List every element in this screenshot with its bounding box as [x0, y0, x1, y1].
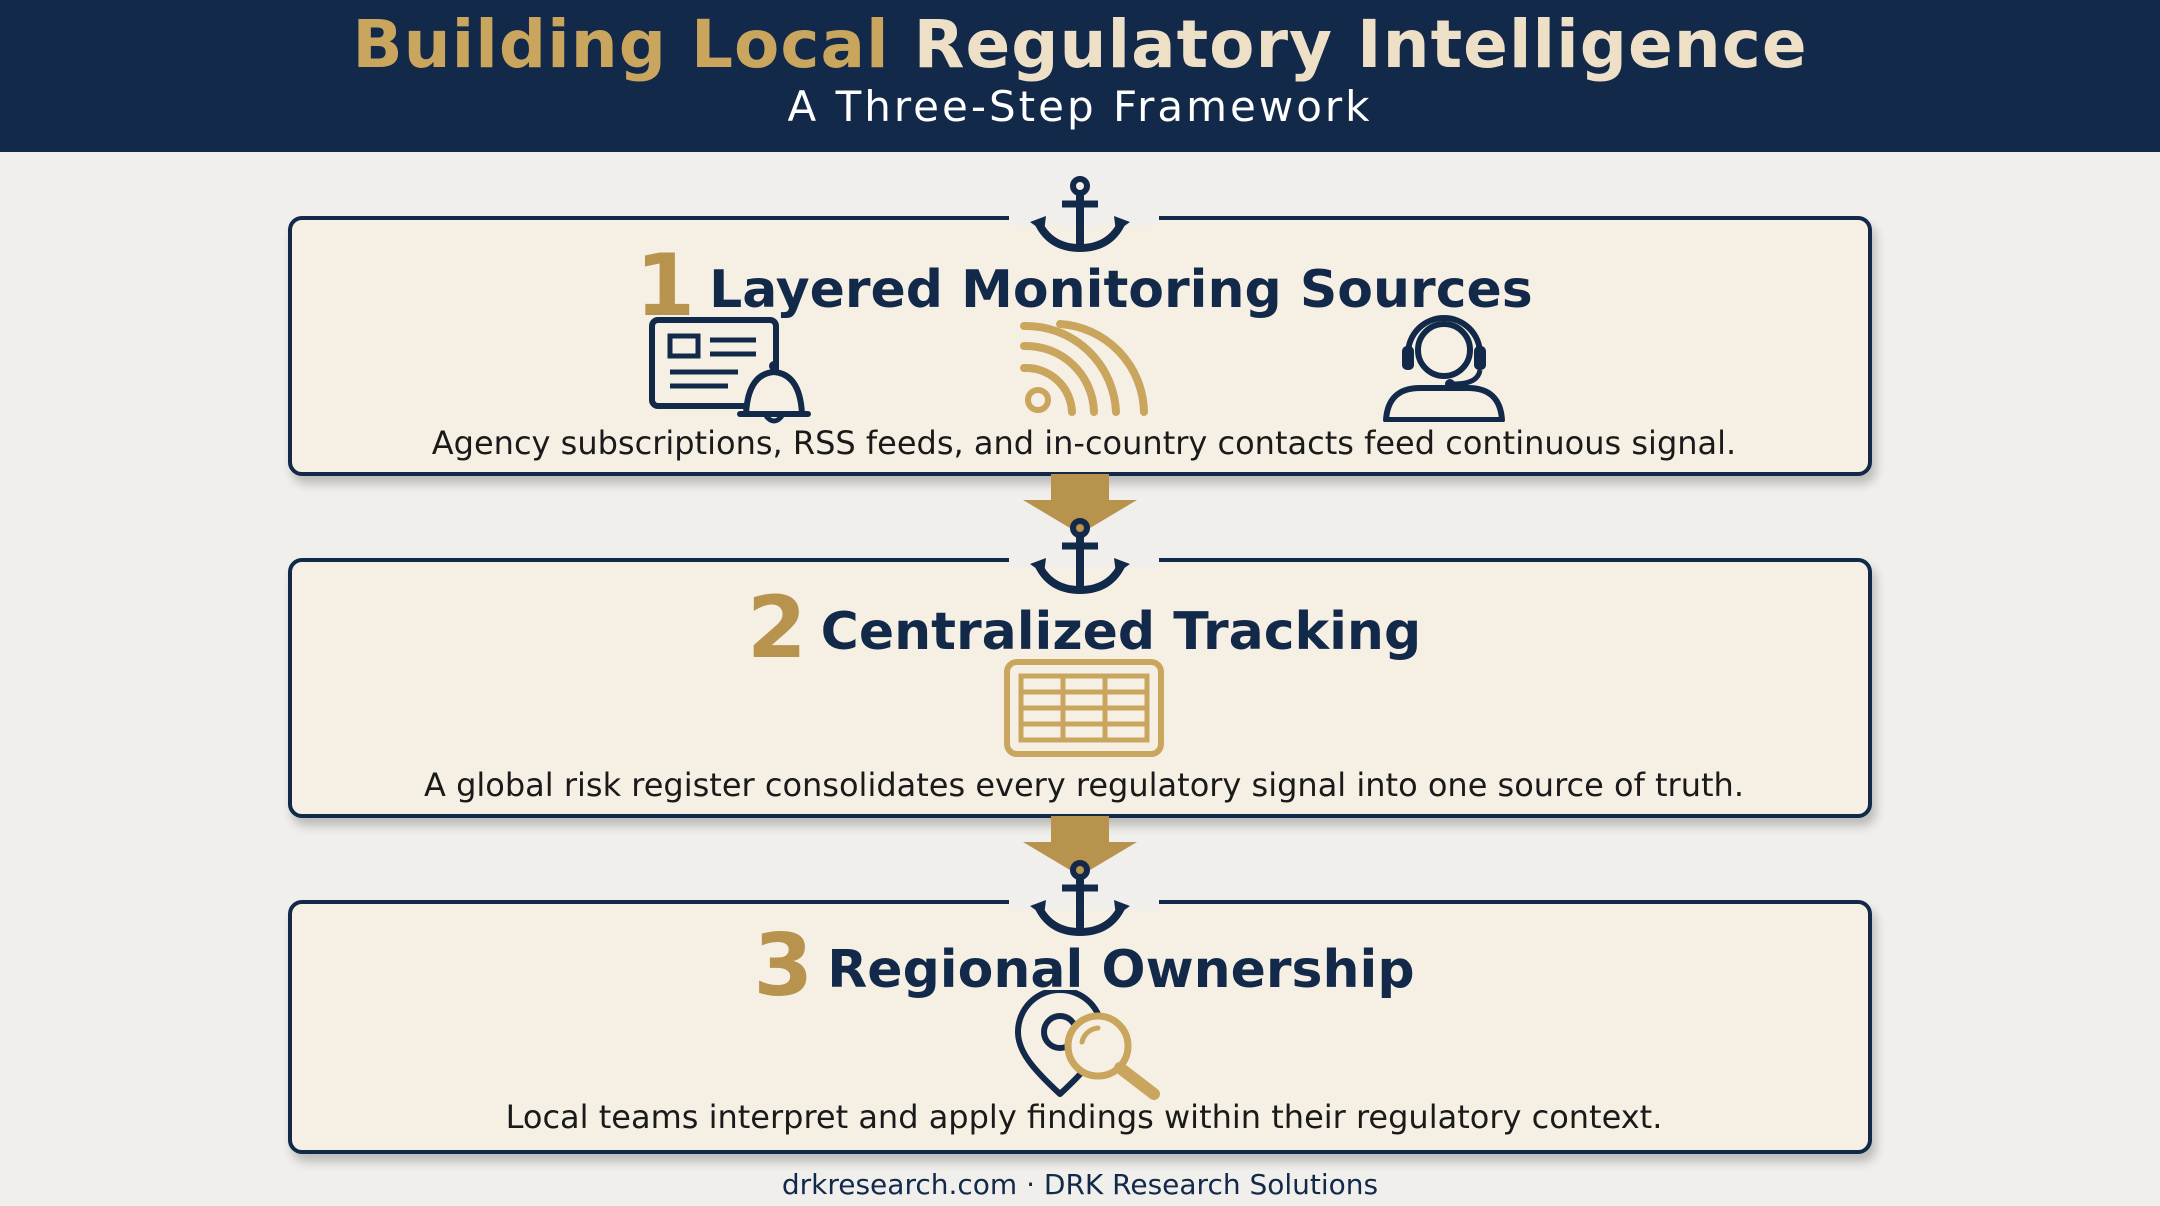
- rss-feed-icon: [1020, 320, 1148, 416]
- page-title: Building Local Regulatory Intelligence: [0, 6, 2160, 83]
- step-description-2: A global risk register consolidates ever…: [424, 766, 1744, 804]
- step-title-2: Centralized Tracking: [820, 602, 1422, 662]
- title-part-2: Regulatory Intelligence: [913, 6, 1808, 83]
- footer-credit: drkresearch.com · DRK Research Solutions: [781, 1168, 1379, 1201]
- step-title-3: Regional Ownership: [827, 940, 1415, 1000]
- header-banner: Building Local Regulatory Intelligence A…: [0, 0, 2160, 152]
- page-subtitle: A Three-Step Framework: [787, 82, 1373, 131]
- step-title-1: Layered Monitoring Sources: [709, 260, 1533, 320]
- anchor-icon: [1030, 860, 1130, 937]
- headset-contact-icon: [1383, 315, 1505, 422]
- anchor-icon: [1030, 176, 1130, 253]
- arrow-down-icon: [1023, 474, 1137, 534]
- newsletter-bell-icon: [649, 317, 811, 424]
- step-description-1: Agency subscriptions, RSS feeds, and in-…: [431, 424, 1737, 462]
- step-description-3: Local teams interpret and apply findings…: [505, 1098, 1663, 1136]
- arrow-down-icon: [1023, 816, 1137, 876]
- spreadsheet-register-icon: [1004, 659, 1164, 757]
- title-part-1: Building Local: [352, 6, 890, 83]
- step-number-3: 3: [753, 916, 814, 1016]
- step-number-2: 2: [746, 578, 807, 678]
- anchor-icon: [1030, 518, 1130, 595]
- location-search-icon: [1015, 990, 1160, 1100]
